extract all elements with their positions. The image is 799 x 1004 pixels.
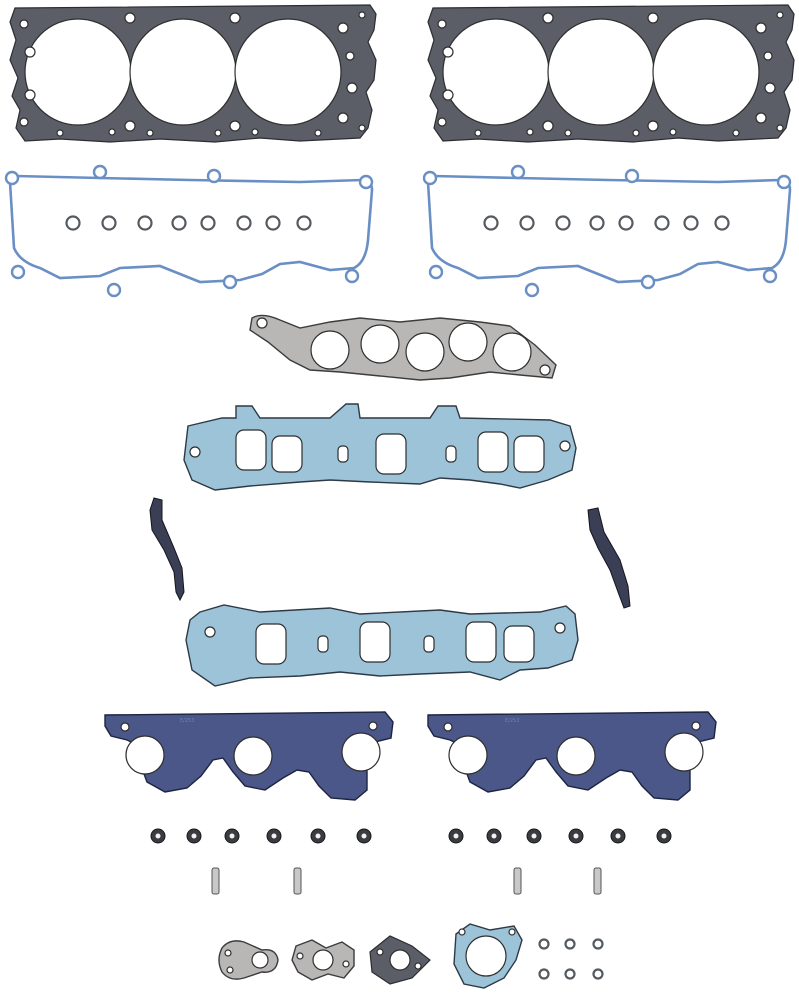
seal (448, 828, 464, 844)
thermostat-gasket (453, 923, 523, 989)
exhaust-gasket-right: E/253 (427, 711, 717, 801)
exhaust-right-print: E/253 (505, 718, 519, 724)
seal (486, 828, 502, 844)
seal (568, 828, 584, 844)
seal (610, 828, 626, 844)
exhaust-gasket-left: E/253 (104, 711, 394, 801)
iac-valve-gasket (369, 935, 431, 985)
upper-intake-gasket (249, 314, 557, 381)
egr-valve-gasket (291, 939, 355, 981)
seal (224, 828, 240, 844)
dowel-pin (293, 867, 302, 895)
end-seal-right (587, 507, 631, 609)
seal (526, 828, 542, 844)
seal (150, 828, 166, 844)
small-o-rings (538, 938, 604, 980)
dowel-pin (513, 867, 522, 895)
seal (356, 828, 372, 844)
egr-tube-gasket (218, 940, 279, 980)
end-seal-left (149, 497, 185, 602)
seal (310, 828, 326, 844)
seal (266, 828, 282, 844)
dowel-pin (593, 867, 602, 895)
dowel-pins (211, 867, 602, 895)
intake-gasket-upper (183, 403, 577, 491)
exhaust-left-print: E/253 (180, 718, 194, 724)
head-gasket-left (9, 4, 377, 143)
dowel-pin (211, 867, 220, 895)
intake-gasket-lower (185, 604, 579, 687)
seal (656, 828, 672, 844)
head-gasket-right (427, 4, 795, 143)
valve-stem-seals (150, 828, 672, 844)
seal (186, 828, 202, 844)
